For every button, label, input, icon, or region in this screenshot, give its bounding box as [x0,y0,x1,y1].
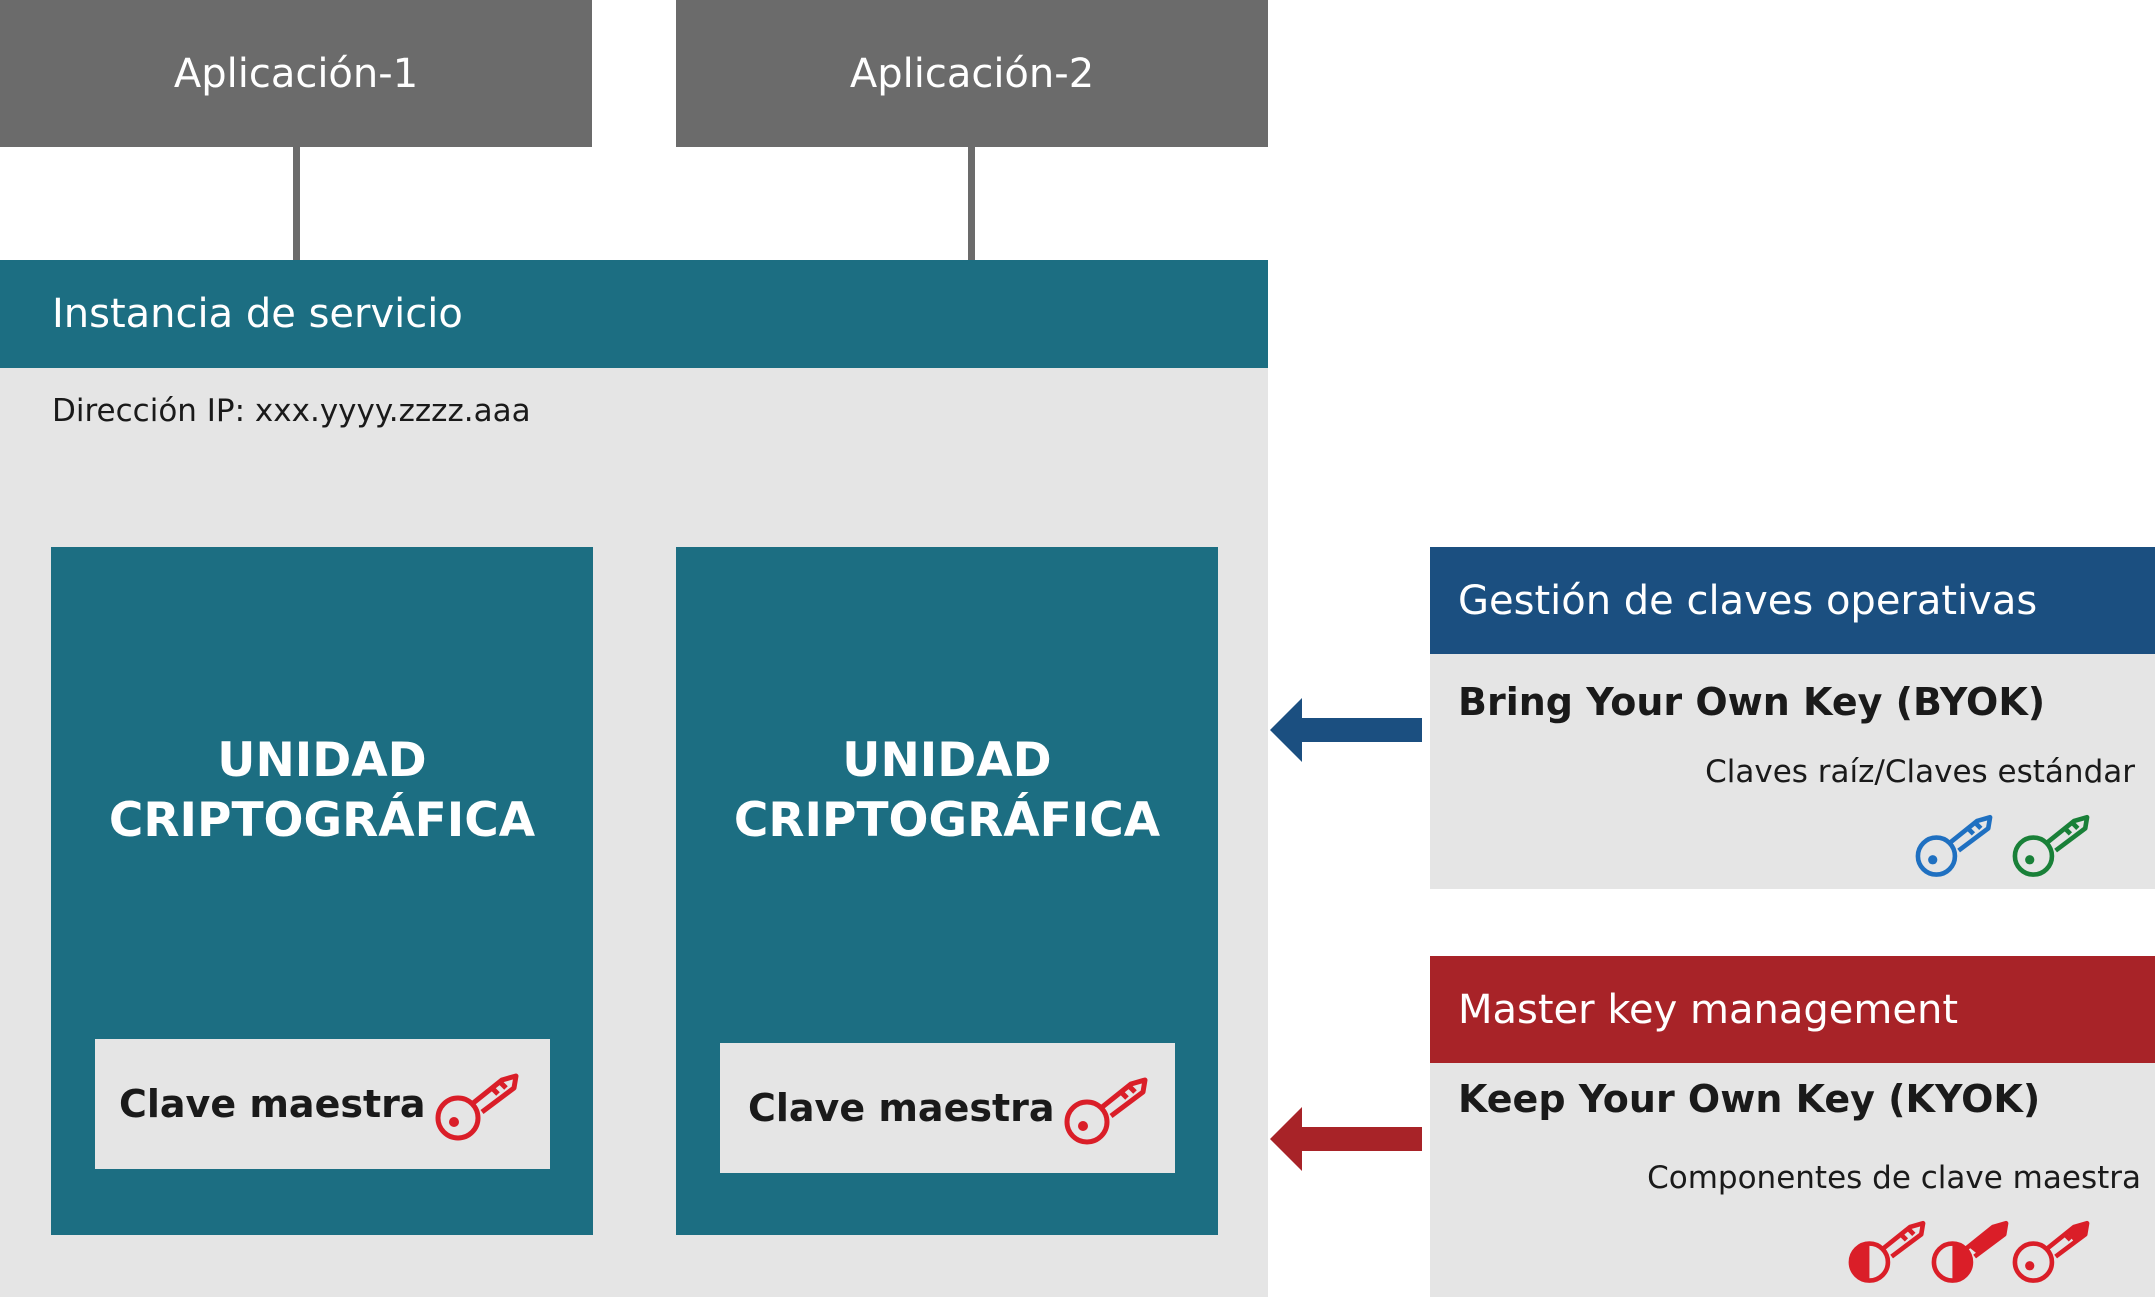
master-key-management-body: Keep Your Own Key (KYOK) Componentes de … [1430,1063,2155,1297]
master-key-label: Clave maestra [119,1082,426,1126]
application-label: Aplicación-1 [173,50,419,97]
master-key-box: Clave maestra [95,1039,550,1169]
crypto-unit-1: UNIDAD CRIPTOGRÁFICA Clave maestra [51,547,593,1235]
standard-key-icon [2012,814,2090,877]
operational-keys-header: Gestión de claves operativas [1430,547,2155,654]
master-key-label: Clave maestra [748,1086,1055,1130]
crypto-unit-title: UNIDAD CRIPTOGRÁFICA [108,733,536,848]
arrow-left-icon [1270,698,1422,762]
key-part-1-icon [1848,1220,1926,1283]
key-icon [1064,1077,1148,1145]
crypto-unit-title: UNIDAD CRIPTOGRÁFICA [733,733,1161,848]
operational-keys-body: Bring Your Own Key (BYOK) Claves raíz/Cl… [1430,654,2155,889]
application-label: Aplicación-2 [849,50,1095,97]
connector-line-2 [968,147,975,260]
application-box-2: Aplicación-2 [676,0,1268,147]
key-part-3-icon [2012,1220,2090,1283]
master-key-management-header-label: Master key management [1458,986,1958,1033]
application-box-1: Aplicación-1 [0,0,592,147]
operational-keys-header-label: Gestión de claves operativas [1458,577,2038,624]
kyok-subtitle: Componentes de clave maestra [1647,1160,2141,1196]
arrow-left-icon [1270,1107,1422,1171]
service-instance-title: Instancia de servicio [52,291,463,337]
key-part-2-icon [1931,1220,2009,1283]
byok-title: Bring Your Own Key (BYOK) [1458,680,2046,724]
kyok-title: Keep Your Own Key (KYOK) [1458,1077,2041,1121]
key-icon [435,1073,519,1141]
master-key-management-header: Master key management [1430,956,2155,1063]
ip-address: Dirección IP: xxx.yyyy.zzzz.aaa [52,393,531,429]
byok-subtitle: Claves raíz/Claves estándar [1705,754,2135,790]
root-key-icon [1915,814,1993,877]
connector-line-1 [293,147,300,260]
service-instance-header: Instancia de servicio [0,260,1268,368]
